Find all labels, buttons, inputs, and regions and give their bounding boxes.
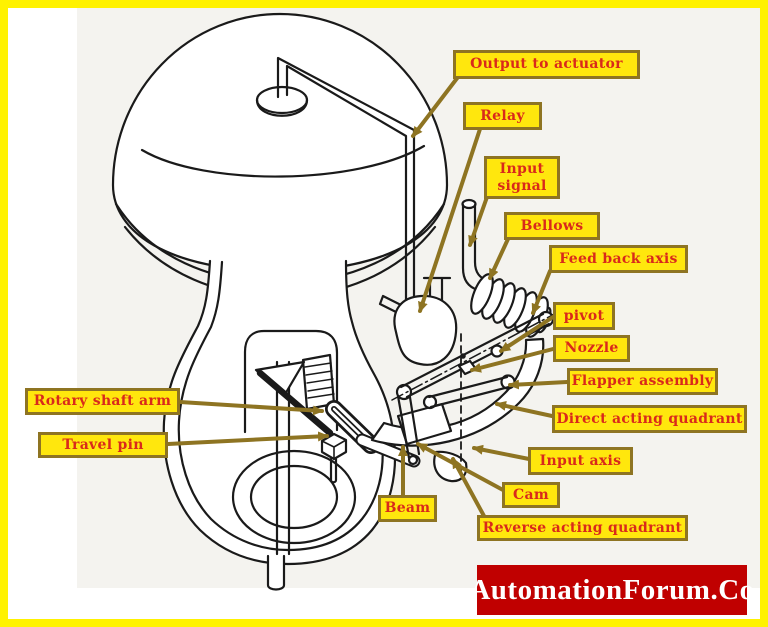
label-input-axis: Input axis — [528, 447, 633, 475]
arrow-reverse-quadrant — [451, 457, 486, 518]
valve-yoke — [162, 259, 397, 566]
output-tube — [276, 56, 416, 304]
arrow-pivot — [499, 315, 555, 353]
arrow-output-to-actuator — [411, 75, 460, 138]
arrow-travel-pin — [166, 431, 329, 446]
label-feed-back-axis: Feed back axis — [549, 245, 688, 273]
arrow-input-axis — [472, 444, 531, 461]
label-reverse-acting-quadrant: Reverse acting quadrant — [477, 515, 688, 541]
watermark-banner: AutomationForum.Co — [469, 565, 754, 615]
label-cam: Cam — [502, 482, 560, 508]
label-direct-acting-quadrant: Direct acting quadrant — [552, 405, 747, 433]
label-travel-pin: Travel pin — [38, 432, 168, 458]
rotary-arm-mechanism — [254, 353, 421, 484]
arrow-nozzle — [470, 347, 555, 373]
label-nozzle: Nozzle — [553, 335, 630, 362]
label-rotary-shaft-arm: Rotary shaft arm — [25, 388, 180, 415]
label-flapper-assembly: Flapper assembly — [567, 368, 718, 395]
arrow-bellows — [488, 237, 510, 280]
quadrant-cam-assembly — [370, 333, 545, 483]
label-output-to-actuator: Output to actuator — [453, 50, 640, 79]
arrow-flapper-assembly — [508, 379, 569, 390]
arrow-relay — [418, 127, 482, 313]
vent-boss — [255, 85, 309, 117]
callout-arrows — [166, 75, 569, 518]
relay-body — [378, 276, 458, 366]
arrow-feed-back-axis — [531, 269, 552, 315]
arrow-direct-quadrant — [495, 401, 554, 418]
label-bellows: Bellows — [504, 212, 600, 240]
label-relay: Relay — [463, 102, 542, 130]
label-input-signal: Input signal — [484, 156, 560, 199]
arrow-input-signal — [468, 195, 489, 247]
label-beam: Beam — [378, 495, 437, 522]
actuator-dome — [111, 12, 449, 299]
arrow-rotary-shaft-arm — [178, 400, 324, 416]
label-pivot: pivot — [553, 302, 615, 330]
